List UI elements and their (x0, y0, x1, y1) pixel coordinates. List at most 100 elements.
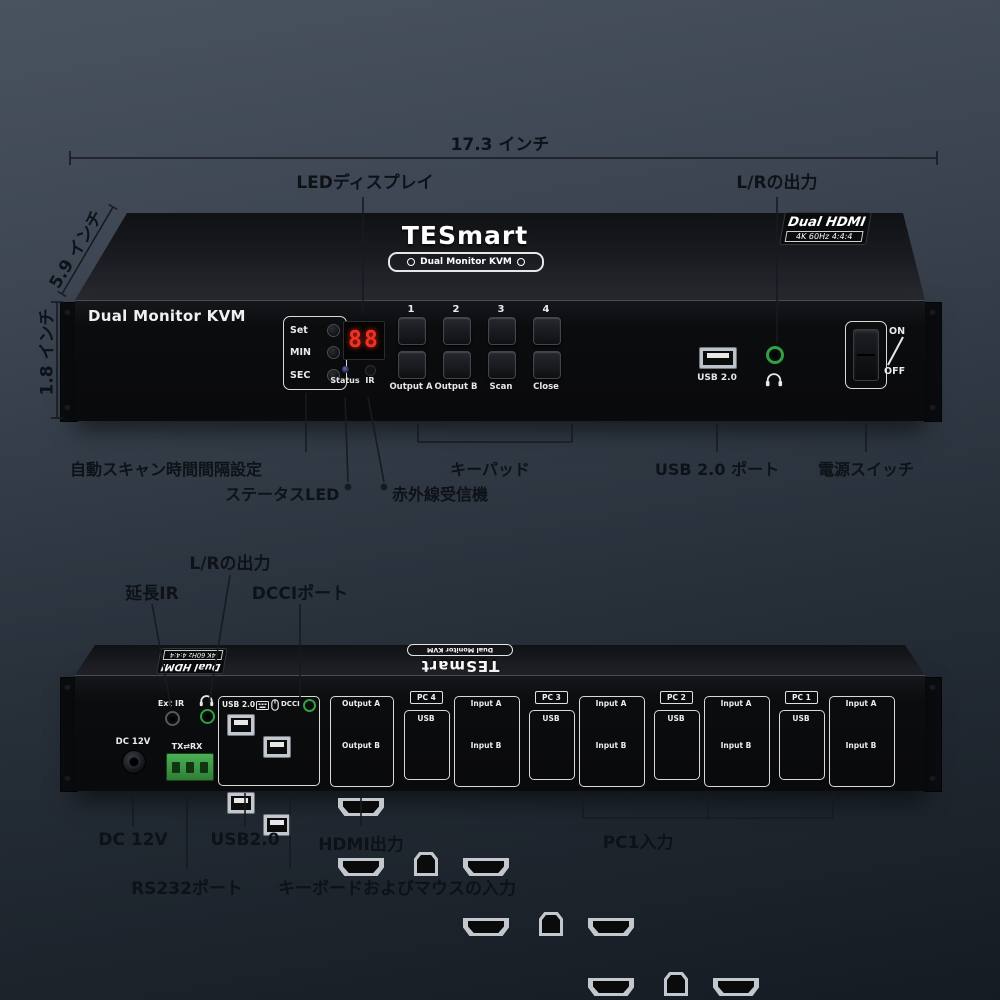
key-3-label: 3 (497, 304, 505, 315)
key-3-button (488, 317, 516, 345)
output-b-button-label: Output B (434, 382, 478, 392)
callout-keyboard-mouse: キーボードおよびマウスの入力 (278, 879, 516, 899)
screw-hole (929, 403, 936, 410)
rs232-terminal (166, 753, 214, 781)
callout-keypad: キーパッド (450, 460, 530, 479)
front-usb-port (699, 347, 737, 369)
dcci-label: DCCI (281, 700, 300, 708)
pc2-usb-b-port (664, 972, 688, 996)
badge-subtitle-rear: 4K 60Hz 4:4:4 (162, 650, 224, 660)
pc1-input-b-label: Input B (845, 741, 877, 750)
screw-hole (929, 308, 936, 315)
pc3-input-a-label: Input A (595, 699, 627, 708)
pc3-chip: PC 3 (535, 691, 568, 704)
callout-hdmi-output: HDMI出力 (318, 835, 404, 855)
key-2-button (443, 317, 471, 345)
scan-button-label: Scan (489, 382, 513, 392)
pc3-input-b-label: Input B (595, 741, 627, 750)
pc3-usb-box (529, 710, 575, 780)
callout-power-switch: 電源スイッチ (817, 460, 914, 479)
headphone-icon (765, 373, 783, 387)
rs232-label: TX⇄RX (171, 742, 203, 751)
key-4-button (533, 317, 561, 345)
pc4-chip: PC 4 (410, 691, 443, 704)
pc2-chip: PC 2 (660, 691, 693, 704)
pc2-input-box (704, 696, 770, 787)
pc3-usb-label: USB (542, 714, 560, 723)
ext-ir-jack (165, 711, 180, 726)
pc2-input-a-port (713, 978, 759, 996)
pc3-input-a-port (588, 918, 634, 936)
sec-button (327, 369, 340, 383)
brand-logo-rear-text: TESmart (420, 657, 500, 675)
key-1-button (398, 317, 426, 345)
output-b-button (443, 351, 471, 379)
power-switch-rocker (853, 329, 879, 381)
pc1-input-a-label: Input A (845, 699, 877, 708)
scan-button (488, 351, 516, 379)
pill-dot-icon (516, 258, 525, 266)
keyboard-icon (256, 701, 269, 710)
callout-status-led: ステータスLED (225, 485, 340, 504)
pc2-usb-box (654, 710, 700, 780)
led-display: 88 (343, 321, 385, 360)
callout-dc12v: DC 12V (98, 830, 168, 850)
width-dimension-label: 17.3 インチ (450, 135, 550, 155)
key-2-label: 2 (452, 304, 460, 315)
rear-panel (75, 675, 925, 791)
pc2-usb-label: USB (667, 714, 685, 723)
dcci-jack (303, 699, 316, 712)
callout-rear-usb: USB2.0 (210, 830, 280, 850)
badge-title: Dual HDMI (786, 215, 867, 230)
key-4-label: 4 (542, 304, 550, 315)
callout-lr-output-front: L/Rの出力 (736, 173, 818, 193)
callout-lr-output-rear: L/Rの出力 (189, 554, 271, 574)
callout-dcci-port: DCCIポート (251, 584, 349, 604)
power-on-label: ON (889, 326, 906, 337)
usb-a-port (227, 792, 255, 814)
dual-hdmi-badge-rear: Dual HDMI 4K 60Hz 4:4:4 (155, 648, 228, 674)
close-button (533, 351, 561, 379)
close-button-label: Close (533, 382, 559, 392)
min-button (327, 346, 340, 360)
screw-hole (64, 308, 71, 315)
power-off-label: OFF (884, 366, 906, 377)
dc-power-jack (122, 750, 146, 774)
callout-usb-port: USB 2.0 ポート (654, 460, 780, 479)
brand-logo-rear: TESmart Dual Monitor KVM (385, 644, 535, 675)
min-button-label: MIN (290, 347, 311, 359)
audio-jack-front (766, 346, 784, 364)
pc3-input-b-port (588, 978, 634, 996)
pc4-usb-label: USB (417, 714, 435, 723)
output-b-port-label: Output B (342, 741, 380, 750)
pc4-input-box (454, 696, 520, 787)
usb-dcci-group (218, 696, 320, 786)
audio-jack-rear (200, 709, 215, 724)
output-a-port-label: Output A (341, 699, 380, 708)
pc3-input-box (579, 696, 645, 787)
status-label: Status (330, 376, 360, 385)
usb-a-port (263, 736, 291, 758)
ext-ir-label: Ext IR (157, 699, 185, 708)
callout-auto-scan: 自動スキャン時間間隔設定 (69, 460, 262, 479)
pc4-input-b-port (463, 918, 509, 936)
screw-hole (929, 774, 936, 781)
hdmi-output-a-port (338, 798, 384, 816)
ir-label: IR (365, 376, 375, 385)
dual-hdmi-badge-front: Dual HDMI 4K 60Hz 4:4:4 (779, 212, 873, 245)
mouse-icon (271, 699, 279, 711)
led-display-digits: 88 (348, 327, 380, 353)
screw-hole (64, 683, 71, 690)
badge-title-rear: Dual HDMI (160, 661, 222, 672)
pill-dot-icon (407, 258, 416, 266)
brand-pill-text: Dual Monitor KVM (420, 257, 512, 267)
pc4-usb-box (404, 710, 450, 780)
power-switch-frame (845, 321, 887, 389)
output-a-button-label: Output A (389, 382, 433, 392)
screw-hole (929, 683, 936, 690)
pc1-usb-label: USB (792, 714, 810, 723)
brand-pill-rear: Dual Monitor KVM (407, 644, 513, 656)
hdmi-output-b-port (338, 858, 384, 876)
badge-subtitle: 4K 60Hz 4:4:4 (784, 231, 864, 242)
